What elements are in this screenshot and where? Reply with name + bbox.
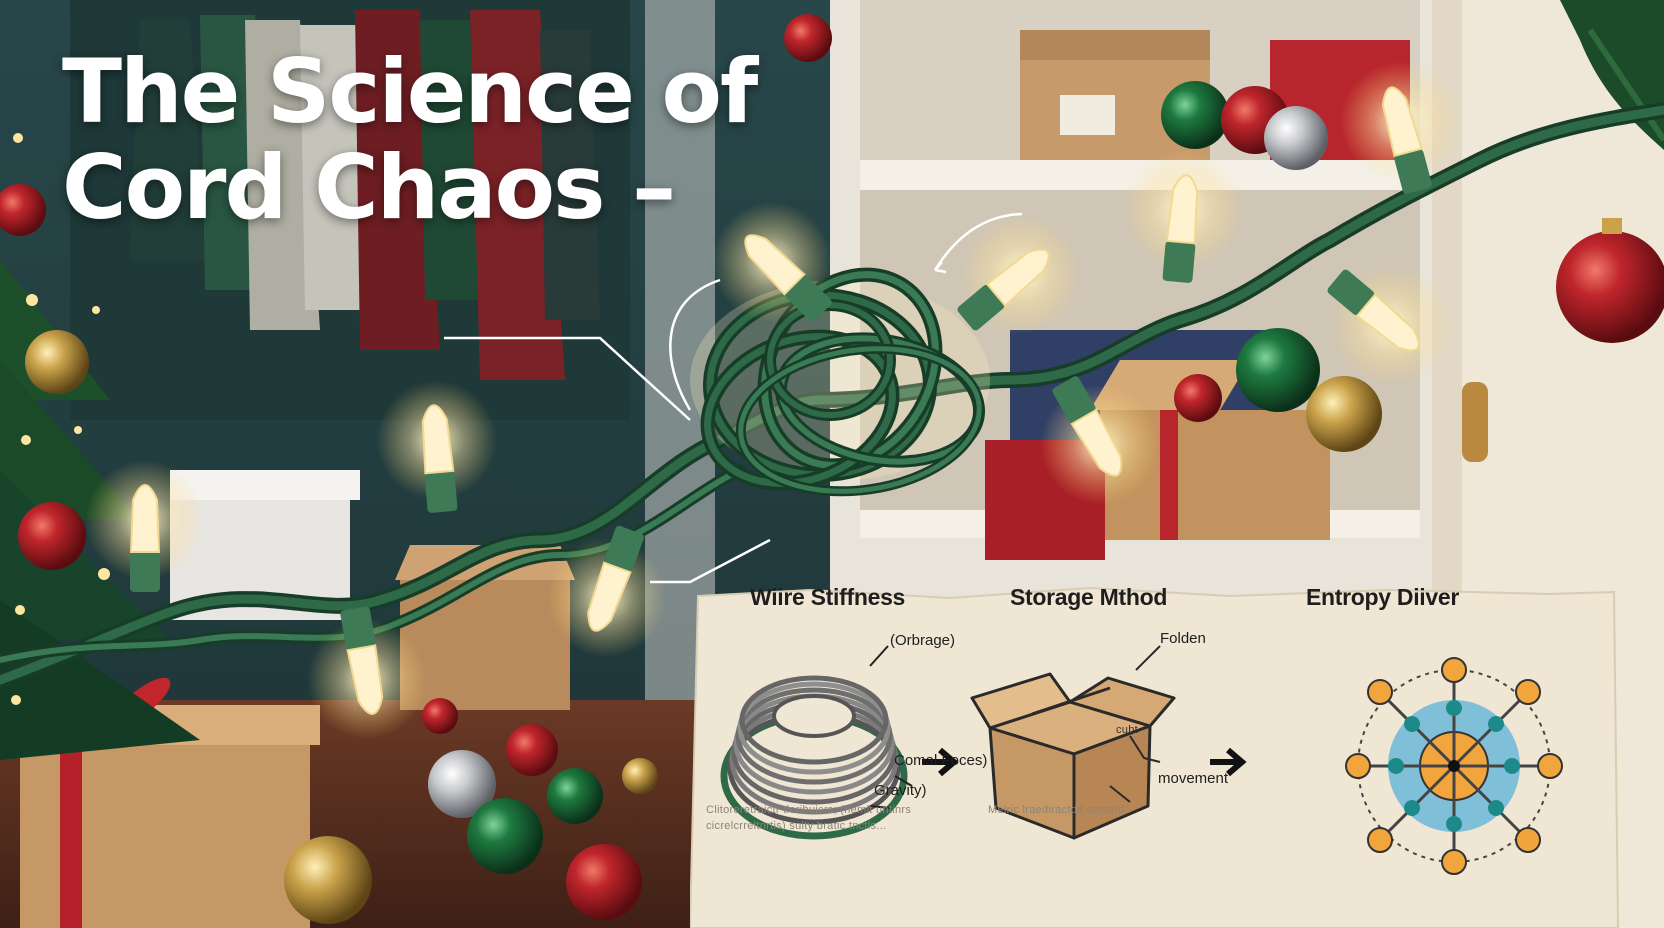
annotation-lines [444,212,1023,584]
box-label-movement: movement [1158,770,1229,787]
title-line-1: The Science of [62,40,758,143]
infographic-graphics [690,586,1620,928]
title-line-2: Cord Chaos – [62,136,676,239]
tangled-knot [690,267,990,497]
coiled-wire-icon [720,645,913,840]
right-arrow-icon [1210,747,1247,777]
ornaments [0,14,1664,924]
box-label-cut: cubt [1116,724,1138,736]
column-heading-entropy-driver: Entropy Diiver [1306,584,1460,610]
tree-light-sparkles [11,133,110,705]
right-arrow-icon [922,747,959,777]
box-caption-line-1: Melric lraediractdit svoterd [988,804,1125,816]
coil-label-gravity: Gravity) [874,782,927,799]
entropy-network-icon [1345,657,1563,875]
hanging-clothes [130,10,600,380]
coil-label-forces: Comal Foces) [894,752,988,769]
coil-caption-line-1: Clitoreretraictr tleribuicrs; (hemit unt… [706,804,912,816]
column-heading-storage-method: Storage Mthod [1010,584,1168,610]
cardboard-box-icon [970,645,1176,840]
column-heading-wire-stiffness: Wiire Stiffness [750,584,906,610]
light-bulbs [85,61,1460,740]
box-label-folded: Folden [1160,630,1206,647]
coil-caption-line-2: cicrelcrreltnrtis) sulty bratic tnctls..… [706,820,887,832]
page-title: The Science of Cord Chaos – [62,44,762,236]
coil-label-top: (Orbrage) [890,632,956,649]
infographic-panel: Wiire Stiffness Storage Mthod Entropy Di… [690,584,1620,928]
